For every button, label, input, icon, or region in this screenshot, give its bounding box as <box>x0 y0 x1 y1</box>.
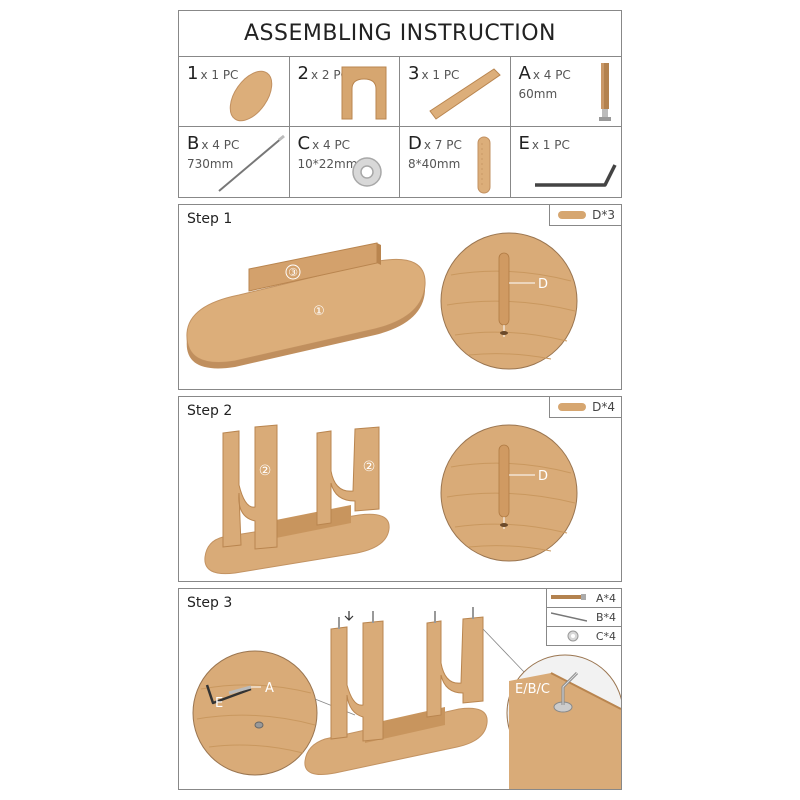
step-1-legend-text: D*3 <box>592 208 615 222</box>
step-3-illustration: E A E/B/C <box>192 607 621 789</box>
leg-marker-right: ② <box>363 459 376 475</box>
step-2-illustration: ② ② D <box>204 424 578 575</box>
step-3-label: Step 3 <box>187 595 233 611</box>
leg-marker-left: ② <box>259 463 272 479</box>
part-dimension: 60mm <box>518 87 558 101</box>
step-1-legend: D*3 <box>549 205 621 226</box>
step-2-legend-text: D*4 <box>592 400 615 414</box>
u-leg-icon <box>341 66 386 120</box>
legend-row-b: B*4 <box>547 608 621 627</box>
bolt-icon <box>598 63 611 121</box>
step-1-illustration: ③ ① D <box>186 232 578 370</box>
top-marker: ① <box>313 304 325 319</box>
board-icon <box>429 68 501 120</box>
left-detail-circle <box>192 650 318 776</box>
part-dimension: 730mm <box>187 157 234 171</box>
long-rod-icon <box>218 134 285 192</box>
board-marker: ③ <box>288 266 298 279</box>
page-title: ASSEMBLING INSTRUCTION <box>178 10 622 56</box>
dowel-icon <box>477 136 491 194</box>
page-title-text: ASSEMBLING INSTRUCTION <box>244 21 556 46</box>
callout-e: E <box>215 696 223 711</box>
u-leg-right <box>426 616 484 718</box>
legend-row-a: A*4 <box>547 589 621 608</box>
dowel-shape <box>498 252 510 326</box>
callout-d: D <box>538 277 548 292</box>
bolt-icon <box>551 594 586 600</box>
step-1-label: Step 1 <box>187 211 233 227</box>
u-leg-right <box>316 426 380 526</box>
step-1-panel: Step 1 D*3 ③ ① D <box>178 204 622 390</box>
step-3-legend: A*4 B*4 C*4 <box>546 589 621 646</box>
legend-row-c: C*4 <box>547 627 621 645</box>
step-2-panel: Step 2 D*4 ② ② D <box>178 396 622 582</box>
callout-d: D <box>538 469 548 484</box>
allen-key-icon <box>534 164 617 187</box>
dowel-icon <box>558 211 587 219</box>
dowel-shape <box>498 444 510 518</box>
step-3-panel: Step 3 A*4 B*4 C*4 E A <box>178 588 622 790</box>
washer-icon <box>567 630 579 642</box>
callout-a: A <box>265 681 274 696</box>
oval-tabletop-icon <box>229 70 273 122</box>
step-2-label: Step 2 <box>187 403 233 419</box>
u-leg-left <box>222 424 278 550</box>
washer-icon <box>351 157 382 187</box>
long-rod-icon <box>551 612 587 622</box>
u-leg-left <box>330 620 384 742</box>
step-2-legend: D*4 <box>549 397 621 418</box>
part-dimension: 10*22mm <box>297 157 358 171</box>
callout-ebc: E/B/C <box>515 682 550 697</box>
part-dimension: 8*40mm <box>408 157 461 171</box>
dowel-icon <box>558 403 587 411</box>
